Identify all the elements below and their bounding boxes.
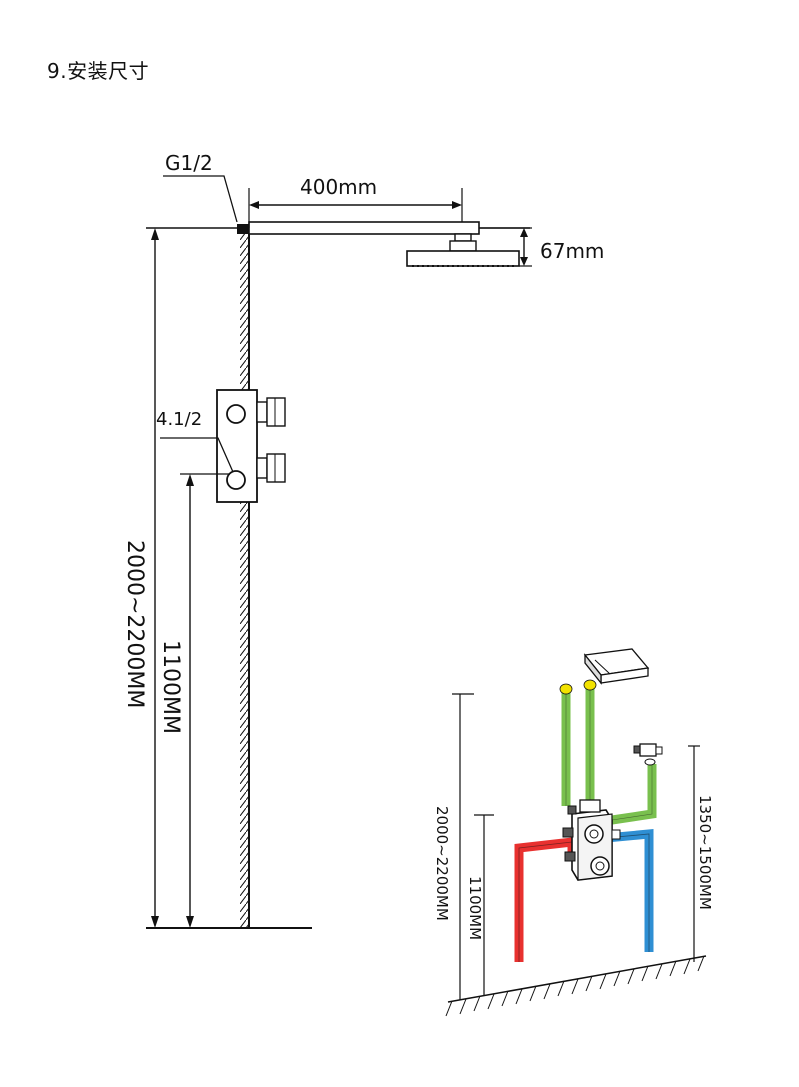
wall-hatching <box>240 232 249 928</box>
shower-arm <box>248 221 480 235</box>
valve-leader <box>160 437 234 473</box>
section-title: 9.安装尺寸 <box>47 59 150 83</box>
iso-total-height-label: 2000~2200MM <box>433 806 451 921</box>
valve-height-label: 1100MM <box>158 640 183 734</box>
head-swivel <box>449 240 477 252</box>
iso-hand-shower-height-label: 1350~1500MM <box>696 795 714 910</box>
shower-head <box>406 250 520 267</box>
valve-handle-bottom <box>226 470 246 490</box>
inlet-label: G1/2 <box>165 151 213 175</box>
inlet-leader <box>163 175 238 223</box>
iso-valve-body <box>562 799 621 881</box>
hand-shower-holder <box>633 743 663 766</box>
head-height-label: 67mm <box>540 239 604 263</box>
iso-valve-height-label: 1100MM <box>466 876 484 940</box>
pipe-cap-left <box>559 683 573 695</box>
main-elevation: G1/2 400mm 67mm 4.1/2 <box>122 151 604 929</box>
arm-connector <box>454 233 472 242</box>
valve-knob-upper <box>256 397 286 427</box>
valve-label: 4.1/2 <box>156 409 202 430</box>
arm-length-label: 400mm <box>300 175 377 199</box>
pipe-cap-right <box>583 679 597 691</box>
overhead-outlet <box>583 648 650 685</box>
hot-water-pipe <box>514 836 577 962</box>
iso-floor-hatching <box>445 955 705 1017</box>
iso-floor <box>447 955 707 1003</box>
total-height-label: 2000~2200MM <box>122 540 147 708</box>
valve-knob-lower <box>256 453 286 483</box>
hand-shower-pipe <box>611 764 657 825</box>
valve-handle-top <box>226 404 246 424</box>
isometric-installation: 2000~2200MM 1100MM 1350~1500MM <box>433 648 714 1017</box>
wall-inlet <box>237 224 249 234</box>
